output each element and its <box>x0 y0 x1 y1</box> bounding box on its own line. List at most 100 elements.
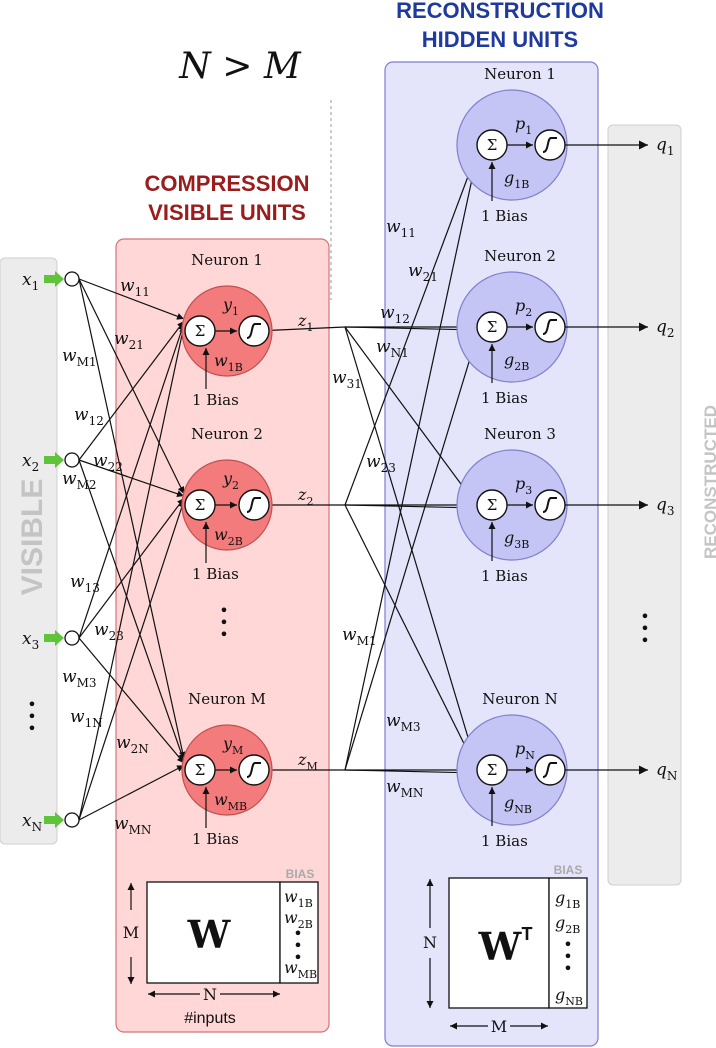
sigmoid-icon <box>542 497 557 513</box>
activation-node <box>534 311 566 343</box>
sum-icon: Σ <box>195 761 206 779</box>
matrix-label: W <box>187 912 232 957</box>
input-arrow-shaft <box>44 456 56 464</box>
activation-node <box>534 129 566 161</box>
visible-panel <box>0 257 58 845</box>
bias-column <box>548 877 588 1009</box>
visible-label: VISIBLE <box>16 479 49 596</box>
input-arrow-head <box>55 630 64 646</box>
compression-ellipsis: • <box>219 613 228 632</box>
activation-node <box>238 754 270 786</box>
input-weight-label: w1N <box>70 707 103 730</box>
input-ellipsis: • <box>27 719 36 738</box>
compression-subtitle: VISIBLE UNITS <box>148 200 306 225</box>
bias-ellipsis: • <box>293 936 302 955</box>
bias-ellipsis: • <box>293 924 302 943</box>
hidden-connection <box>344 338 478 771</box>
input-arrow-head <box>55 812 64 828</box>
reconstructed-output-label: qN <box>656 760 677 783</box>
input-weight-label: w22 <box>93 451 123 474</box>
bias-label: 1 Bias <box>481 207 528 225</box>
input-label: xN <box>22 811 42 834</box>
input-ellipsis: • <box>27 707 36 726</box>
hidden-bias-weight: gNB <box>504 793 532 816</box>
input-connection <box>78 325 186 821</box>
bias-label: 1 Bias <box>481 567 528 585</box>
input-connection <box>78 497 185 639</box>
sigmoid-icon <box>542 137 557 153</box>
compression-panel <box>115 238 330 1033</box>
bias-column-label: BIAS <box>286 867 315 881</box>
bias-entry: w2B <box>284 908 313 931</box>
sigmoid-icon <box>542 319 557 335</box>
activation-node <box>238 489 270 521</box>
reconstructed-ellipsis: • <box>640 619 649 638</box>
hidden-weight-label: w31 <box>332 368 362 391</box>
neuron-bias-weight: w1B <box>214 351 243 374</box>
input-node <box>64 630 80 646</box>
matrix-transpose-label: T <box>522 924 533 944</box>
input-connection <box>78 278 186 759</box>
input-connection <box>78 278 185 495</box>
input-weight-label: w12 <box>74 405 104 428</box>
cols-label: M <box>491 1017 507 1036</box>
reconstruction-subtitle: HIDDEN UNITS <box>422 27 578 52</box>
input-connection <box>78 637 185 764</box>
hidden-weight-label: w21 <box>408 261 438 284</box>
sigmoid-icon <box>246 762 261 778</box>
bias-column <box>279 881 319 984</box>
hidden-weight-label: wN1 <box>376 337 409 360</box>
input-connection <box>78 320 185 461</box>
input-arrow-shaft <box>44 634 56 642</box>
input-node <box>64 271 80 287</box>
hidden-connection <box>344 154 477 506</box>
hidden-bias-weight: g1B <box>504 168 529 191</box>
bias-entry: wMB <box>284 958 317 981</box>
hidden-bias-weight: g3B <box>504 528 529 551</box>
hidden-weight-label: w12 <box>380 303 410 326</box>
bias-ellipsis: • <box>563 947 572 966</box>
hidden-activation-label: pN <box>515 739 535 762</box>
input-node <box>64 812 80 828</box>
neuron-output-label: yM <box>222 734 243 757</box>
compression-output-label: zM <box>297 750 318 773</box>
input-connection <box>78 459 185 762</box>
neuron-output-label: y2 <box>222 469 239 492</box>
rows-label: M <box>123 923 139 942</box>
weight-matrix-transpose <box>448 877 550 1009</box>
input-connection <box>78 278 185 320</box>
reconstructed-ellipsis: • <box>640 631 649 650</box>
bias-label: 1 Bias <box>192 565 239 583</box>
hidden-connection <box>344 504 477 768</box>
input-weight-label: wM2 <box>62 469 96 492</box>
bias-entry: g1B <box>555 888 580 911</box>
neuron-output-label: y1 <box>222 295 239 318</box>
bias-label: 1 Bias <box>481 832 528 850</box>
input-weight-label: w21 <box>114 329 144 352</box>
input-weight-label: w13 <box>70 572 100 595</box>
hidden-bias-weight: g2B <box>504 350 529 373</box>
weight-matrix <box>146 881 281 984</box>
sum-icon: Σ <box>487 318 498 336</box>
hidden-connection <box>344 326 477 505</box>
sum-icon: Σ <box>195 322 206 340</box>
reconstructed-output-label: q2 <box>656 317 675 340</box>
hidden-weight-label: w23 <box>366 452 396 475</box>
input-connection <box>78 500 186 821</box>
n-greater-m-label: N > M <box>178 46 302 87</box>
input-label: x3 <box>22 629 39 652</box>
bias-entry: gNB <box>555 985 583 1008</box>
neuron-bias-weight: wMB <box>214 790 247 813</box>
reconstructed-output-label: q1 <box>656 135 675 158</box>
neuron-bias-weight: w2B <box>214 525 243 548</box>
compression-output-label: z1 <box>297 311 313 334</box>
bias-entry: w1B <box>284 887 313 910</box>
sum-icon: Σ <box>487 136 498 154</box>
bias-ellipsis: • <box>293 948 302 967</box>
neuron-title: Neuron N <box>482 690 557 708</box>
bias-label: 1 Bias <box>481 389 528 407</box>
bias-ellipsis: • <box>563 935 572 954</box>
hidden-weight-label: w11 <box>386 217 416 240</box>
